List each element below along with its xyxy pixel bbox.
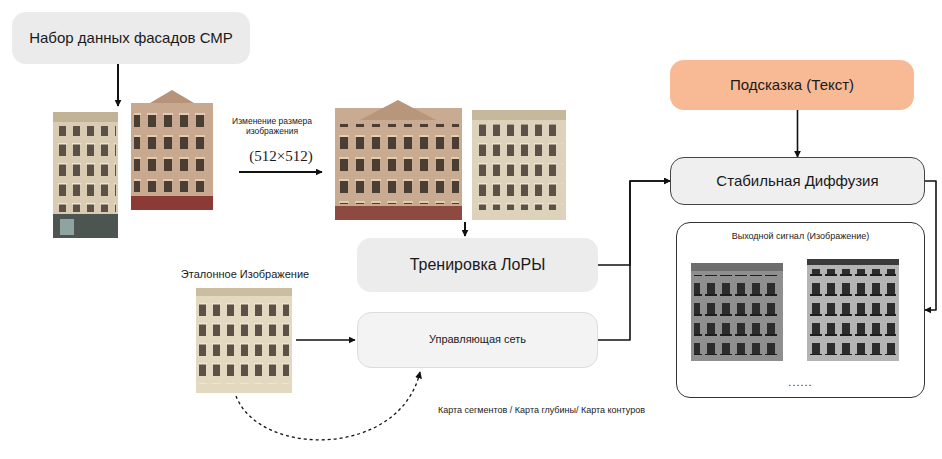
process-box: Управляющая сеть — [357, 312, 598, 368]
flow-arrow — [464, 222, 466, 236]
box-title: Выходной сигнал (Изображение) — [732, 231, 870, 242]
facade-photo — [131, 90, 213, 210]
facade-photo — [53, 112, 118, 238]
map-label: Карта сегментов / Карта глубины/ Карта к… — [436, 405, 647, 416]
process-box: Тренировка ЛоРЫ — [357, 238, 598, 292]
flow-arrow — [117, 64, 119, 106]
dashed-arrow — [236, 372, 420, 440]
facade-photo — [472, 110, 566, 220]
process-box: Набор данных фасадов СМР — [12, 12, 250, 64]
flow-arrow — [296, 339, 355, 341]
size-label: (512×512) — [236, 147, 326, 165]
resize-arrow — [239, 171, 322, 173]
box-label: Тренировка ЛоРЫ — [410, 255, 546, 274]
box-label: Набор данных фасадов СМР — [29, 29, 233, 47]
input-box: Подсказка (Текст) — [670, 60, 914, 110]
connector-arrow — [598, 181, 670, 340]
image-label: Эталонное Изображение — [160, 268, 330, 281]
ellipsis-mark: ...... — [788, 376, 812, 389]
model-box: Стабильная Диффузия — [670, 157, 925, 205]
facade-photo — [335, 100, 462, 220]
output-box: Выходной сигнал (Изображение)...... — [676, 222, 925, 398]
output-images — [689, 259, 914, 363]
reference-photo — [196, 288, 292, 393]
connector-arrow — [797, 110, 799, 157]
arrow-label: Изменение размера изображения — [214, 116, 330, 136]
connector-arrow — [598, 181, 670, 265]
box-label: Управляющая сеть — [429, 333, 526, 346]
box-label: Стабильная Диффузия — [716, 172, 878, 190]
connector-arrow — [925, 181, 936, 310]
box-label: Подсказка (Текст) — [730, 76, 854, 94]
